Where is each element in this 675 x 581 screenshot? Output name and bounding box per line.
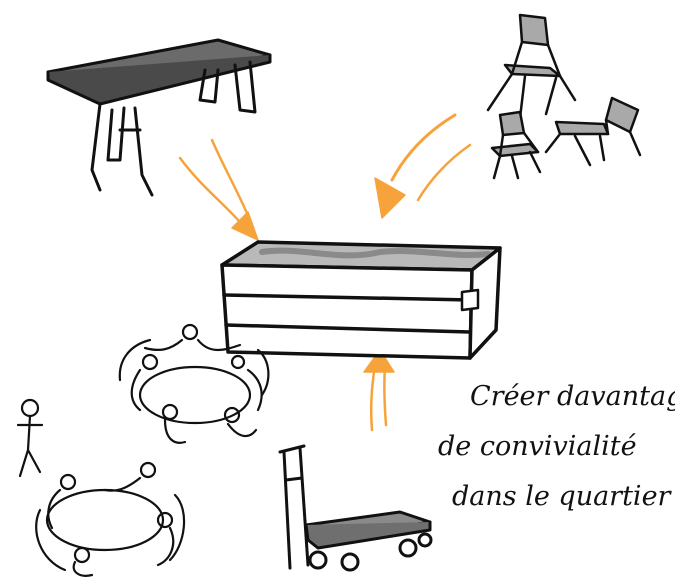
storage-crate-drawing [222,242,500,358]
caption: Créer davantage de convivialité dans le … [438,381,675,512]
folding-table-drawing [48,40,270,195]
hand-trolley-drawing [280,446,431,570]
caption-line-2: de convivialité [438,431,637,462]
people-gathering-drawing [18,325,268,576]
chairs-drawing [488,15,640,178]
caption-line-3: dans le quartier [452,481,673,512]
caption-line-1: Créer davantage [470,381,675,412]
